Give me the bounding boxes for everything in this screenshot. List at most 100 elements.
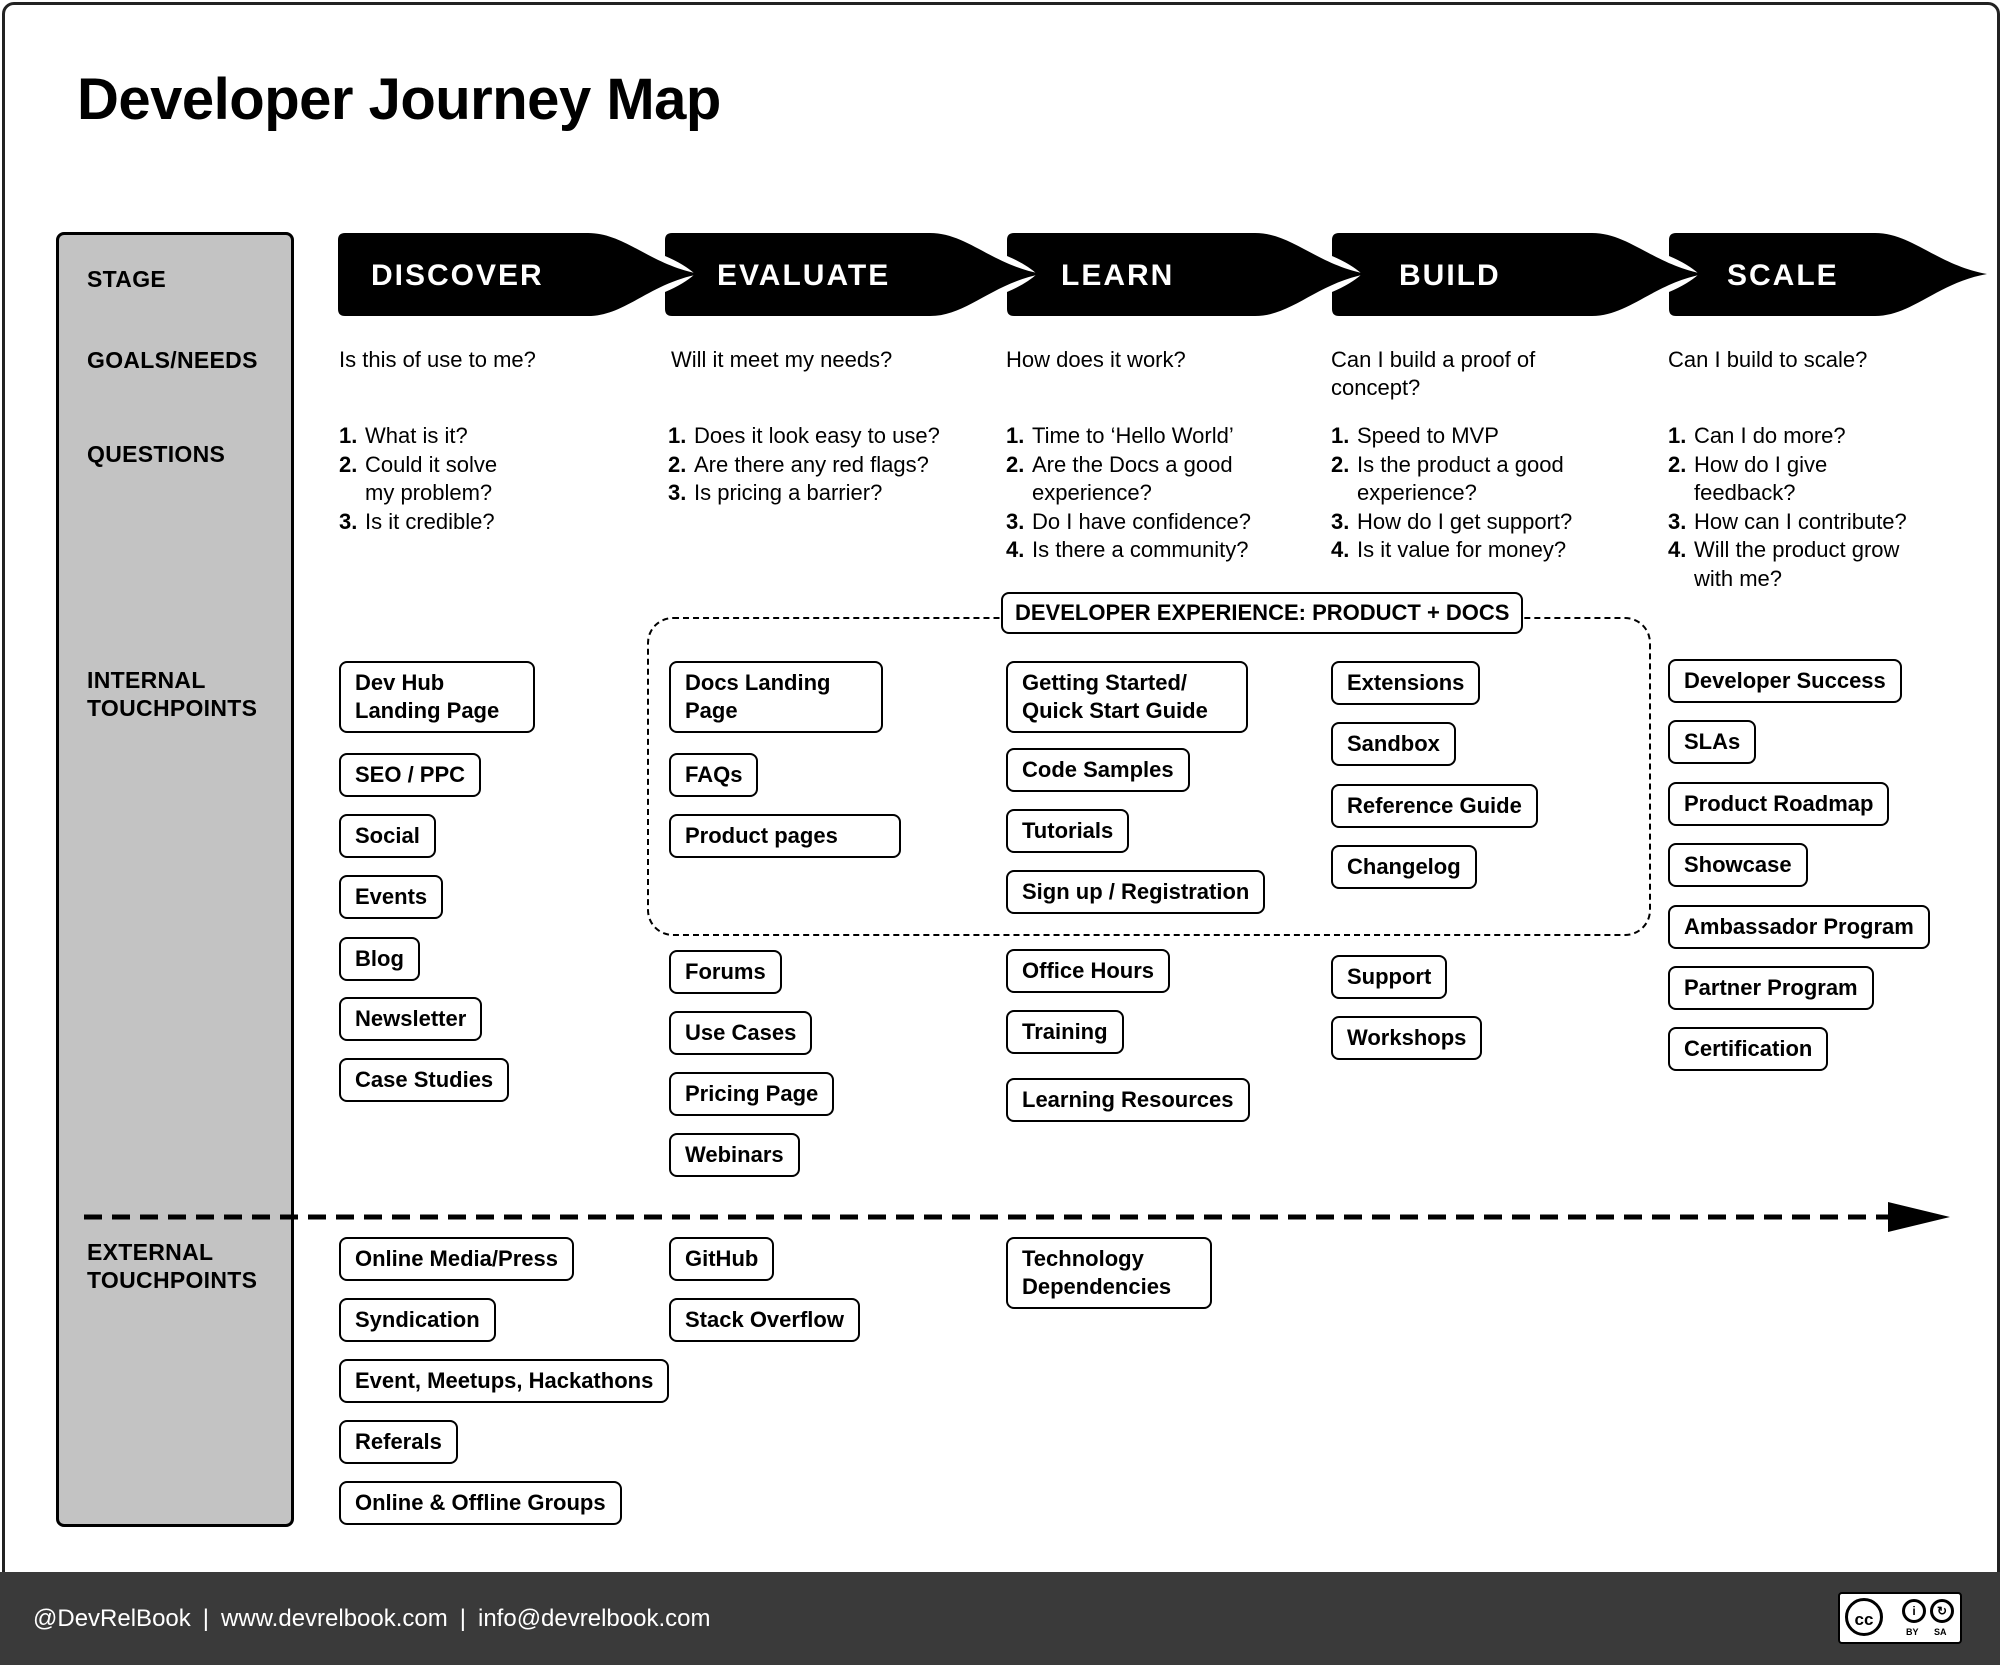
touchpoint-product-pages[interactable]: Product pages xyxy=(669,814,901,858)
touchpoint-webinars[interactable]: Webinars xyxy=(669,1133,800,1177)
touchpoint-newsletter[interactable]: Newsletter xyxy=(339,997,483,1041)
question-item: 3.Do I have confidence? xyxy=(1006,508,1251,534)
touchpoint-showcase[interactable]: Showcase xyxy=(1668,843,1808,887)
stage-label-discover: DISCOVER xyxy=(371,259,544,292)
question-item: 4.Is it value for money? xyxy=(1331,537,1567,562)
question-item: 4.Is there a community? xyxy=(1006,537,1249,562)
touchpoint-event-meetups-hackathons[interactable]: Event, Meetups, Hackathons xyxy=(339,1359,670,1403)
touchpoint-training[interactable]: Training xyxy=(1006,1010,1124,1054)
creative-commons-license-badge[interactable]: cc i ↻ BY SA xyxy=(1838,1592,1962,1644)
stage-label-scale: SCALE xyxy=(1727,259,1839,292)
touchpoint-referals[interactable]: Referals xyxy=(339,1420,458,1464)
question-item: 1.Does it look easy to use? xyxy=(668,423,940,448)
touchpoint-tutorials[interactable]: Tutorials xyxy=(1006,809,1130,853)
footer-separator: | xyxy=(459,1605,466,1632)
question-text: Does it look easy to use? xyxy=(694,423,940,448)
touchpoint-workshops[interactable]: Workshops xyxy=(1331,1016,1483,1060)
row-label-goals: GOALS/NEEDS xyxy=(87,347,258,373)
touchpoint-pricing-page[interactable]: Pricing Page xyxy=(669,1072,835,1116)
questions-scale: 1.Can I do more? 2.How do I give feedbac… xyxy=(1668,422,1907,593)
touchpoint-docs-landing-page[interactable]: Docs Landing Page xyxy=(669,661,883,733)
touchpoint-learning-resources[interactable]: Learning Resources xyxy=(1006,1078,1250,1122)
question-item: 3.How can I contribute? xyxy=(1668,508,1907,534)
question-text: Is there a community? xyxy=(1032,537,1249,562)
touchpoint-online-media-press[interactable]: Online Media/Press xyxy=(339,1237,574,1281)
row-label-internal: INTERNAL TOUCHPOINTS xyxy=(87,666,257,722)
stage-label-learn: LEARN xyxy=(1061,259,1175,292)
question-text: Could it solve xyxy=(365,451,498,477)
touchpoint-case-studies[interactable]: Case Studies xyxy=(339,1058,510,1102)
question-text: Speed to MVP xyxy=(1357,423,1499,448)
question-item: 1.What is it? xyxy=(339,423,468,448)
touchpoint-dev-hub-landing-page[interactable]: Dev Hub Landing Page xyxy=(339,661,535,733)
touchpoint-use-cases[interactable]: Use Cases xyxy=(669,1011,813,1055)
touchpoint-social[interactable]: Social xyxy=(339,814,436,858)
questions-learn: 1.Time to ‘Hello World’ 2.Are the Docs a… xyxy=(1006,422,1251,565)
stage-arrow-learn xyxy=(1007,233,1367,316)
touchpoint-slas[interactable]: SLAs xyxy=(1668,720,1757,764)
row-label-stage: STAGE xyxy=(87,266,167,292)
goal-build: Can I build a proof of concept? xyxy=(1331,347,1536,400)
touchpoint-partner-program[interactable]: Partner Program xyxy=(1668,966,1874,1010)
stage-label-build: BUILD xyxy=(1399,259,1501,292)
touchpoint-code-samples[interactable]: Code Samples xyxy=(1006,748,1190,792)
touchpoint-developer-success[interactable]: Developer Success xyxy=(1668,659,1902,703)
footer-website-link[interactable]: www.devrelbook.com xyxy=(221,1605,448,1632)
stage-arrow-build xyxy=(1332,233,1704,316)
question-item: experience? xyxy=(1331,479,1572,508)
footer-handle-link[interactable]: @DevRelBook xyxy=(33,1605,191,1632)
row-labels-panel xyxy=(56,232,294,1527)
touchpoint-stack-overflow[interactable]: Stack Overflow xyxy=(669,1298,860,1342)
footer-bar xyxy=(0,1572,2000,1665)
question-text: How do I give xyxy=(1694,451,1828,477)
stage-label-evaluate: EVALUATE xyxy=(717,259,891,292)
question-text: Is the product a good xyxy=(1357,451,1564,477)
touchpoint-github[interactable]: GitHub xyxy=(669,1237,775,1281)
row-label-internal-line2: TOUCHPOINTS xyxy=(87,695,258,721)
row-label-internal-line1: INTERNAL xyxy=(87,667,206,693)
touchpoint-support[interactable]: Support xyxy=(1331,955,1448,999)
touchpoint-syndication[interactable]: Syndication xyxy=(339,1298,496,1342)
touchpoint-extensions[interactable]: Extensions xyxy=(1331,661,1481,705)
question-text: my problem? xyxy=(365,480,493,505)
question-item: 1.Time to ‘Hello World’ xyxy=(1006,423,1234,448)
touchpoint-ambassador-program[interactable]: Ambassador Program xyxy=(1668,905,1930,949)
touchpoint-reference-guide[interactable]: Reference Guide xyxy=(1331,784,1538,828)
touchpoint-seo-ppc[interactable]: SEO / PPC xyxy=(339,753,482,797)
touchpoint-sign-up-registration[interactable]: Sign up / Registration xyxy=(1006,870,1266,914)
touchpoint-faqs[interactable]: FAQs xyxy=(669,753,759,797)
question-text: How can I contribute? xyxy=(1694,508,1907,534)
footer-separator: | xyxy=(202,1605,209,1632)
footer-email-link[interactable]: info@devrelbook.com xyxy=(478,1605,711,1632)
question-text: Are there any red flags? xyxy=(694,451,929,477)
touchpoint-certification[interactable]: Certification xyxy=(1668,1027,1829,1071)
question-text: Can I do more? xyxy=(1694,423,1846,448)
question-item: 2.Could it solve xyxy=(339,451,498,477)
goal-evaluate: Will it meet my needs? xyxy=(671,347,893,372)
touchpoint-online-offline-groups[interactable]: Online & Offline Groups xyxy=(339,1481,622,1525)
touchpoint-technology-dependencies[interactable]: Technology Dependencies xyxy=(1006,1237,1212,1309)
touchpoint-changelog[interactable]: Changelog xyxy=(1331,845,1477,889)
touchpoint-sandbox[interactable]: Sandbox xyxy=(1331,722,1456,766)
row-label-questions: QUESTIONS xyxy=(87,441,226,467)
touchpoint-forums[interactable]: Forums xyxy=(669,950,782,994)
question-text: Is pricing a barrier? xyxy=(694,480,883,505)
question-text: What is it? xyxy=(365,423,468,448)
question-text: Do I have confidence? xyxy=(1032,508,1251,534)
share-alike-icon: ↻ xyxy=(1930,1599,1954,1623)
question-text: experience? xyxy=(1357,480,1477,505)
touchpoint-getting-started[interactable]: Getting Started/ Quick Start Guide xyxy=(1006,661,1248,733)
touchpoint-office-hours[interactable]: Office Hours xyxy=(1006,949,1171,993)
touchpoint-blog[interactable]: Blog xyxy=(339,937,420,981)
stage-arrow-evaluate xyxy=(665,233,1042,316)
question-text: Time to ‘Hello World’ xyxy=(1032,423,1234,448)
touchpoint-events[interactable]: Events xyxy=(339,875,444,919)
question-item: 2.Are there any red flags? xyxy=(668,451,929,477)
question-item: 3.Is pricing a barrier? xyxy=(668,480,883,505)
question-item: 2.Are the Docs a good xyxy=(1006,451,1233,477)
question-item: feedback? xyxy=(1668,479,1907,508)
touchpoint-product-roadmap[interactable]: Product Roadmap xyxy=(1668,782,1890,826)
stage-arrow-discover xyxy=(338,233,700,316)
page-title: Developer Journey Map xyxy=(77,67,721,132)
